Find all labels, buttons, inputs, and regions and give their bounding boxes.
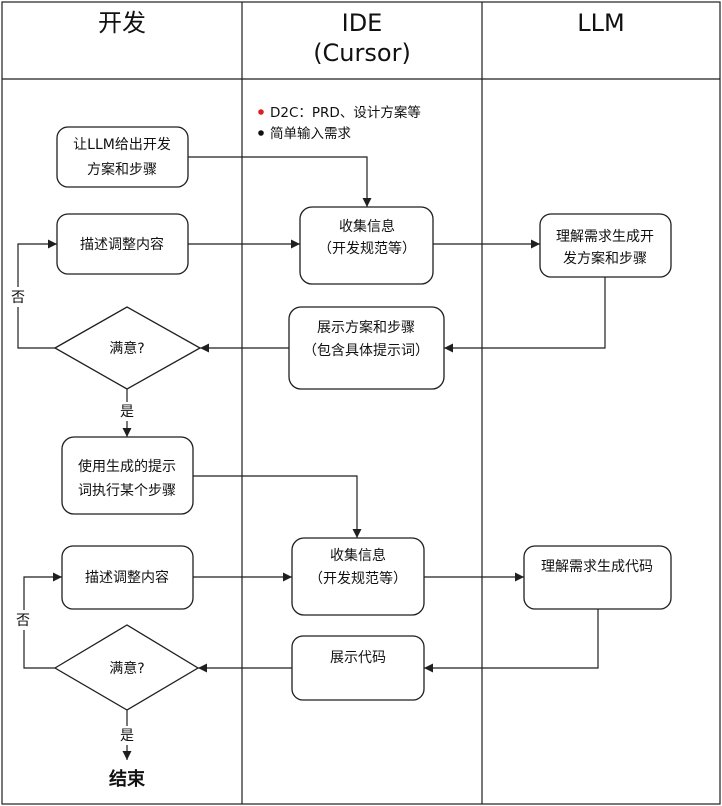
lane-title-ide: IDE [342,9,383,37]
no-label: 否 [11,290,25,306]
decision-diamond [53,624,200,711]
yes-label: 是 [120,404,134,420]
note-bullet-icon [258,130,264,136]
llm-code-box [523,545,672,610]
llm-plan-text: 理解需求生成开 [556,229,654,245]
no-label-bg [14,610,33,630]
describe-changes-box [61,545,194,610]
collect-info-text: 收集信息 [339,218,395,235]
lane-subtitle-ide: (Cursor) [313,39,411,67]
decision-text: 满意? [109,660,144,677]
collect-info-text: （开发规范等） [309,570,407,587]
note-simple-input: 简单输入需求 [270,125,351,142]
lane-title-dev: 开发 [98,9,146,37]
decision-text: 满意? [109,340,144,357]
llm-plan-text: 发方案和步骤 [563,250,647,267]
note-bullet-icon [258,109,264,115]
arrow-ask-plan-to-collect-info [188,156,372,207]
note-d2c: D2C：PRD、设计方案等 [270,104,421,121]
no-label-bg [9,287,27,307]
no-label: 否 [16,613,30,629]
collect-info-text: 收集信息 [330,547,386,564]
show-code-box [291,635,425,701]
arrow-llm-plan-to-show-plan [444,277,606,353]
decision-diamond [53,306,202,390]
arrow-execute-step-to-collect-info [193,475,362,538]
describe-changes-text: 描述调整内容 [85,569,169,586]
llm-plan-box [539,213,672,278]
end-label: 结束 [109,768,146,790]
lane-title-llm: LLM [577,9,624,37]
collect-info-box [291,537,425,616]
collect-info-text: （开发规范等） [318,240,416,257]
ask-plan-text: 方案和步骤 [87,161,157,178]
ask-plan-box [56,126,189,188]
ask-plan-text: 让LLM给出开发 [73,137,171,153]
show-code-text: 展示代码 [330,650,386,666]
yes-label: 是 [120,728,134,744]
yes-label-bg [118,726,136,745]
execute-step-text: 词执行某个步骤 [78,483,176,499]
arrow-llm-code-to-show-code [424,609,599,673]
execute-step-text: 使用生成的提示 [78,458,176,475]
describe-changes-box [56,213,189,275]
collect-info-box [299,206,434,285]
describe-changes-text: 描述调整内容 [80,236,164,253]
execute-step-box [61,436,194,515]
llm-code-text: 理解需求生成代码 [541,559,653,575]
yes-label-bg [118,402,136,421]
show-plan-text: （包含具体提示词） [303,343,429,359]
show-plan-text: 展示方案和步骤 [317,319,415,336]
show-plan-box [288,306,445,390]
